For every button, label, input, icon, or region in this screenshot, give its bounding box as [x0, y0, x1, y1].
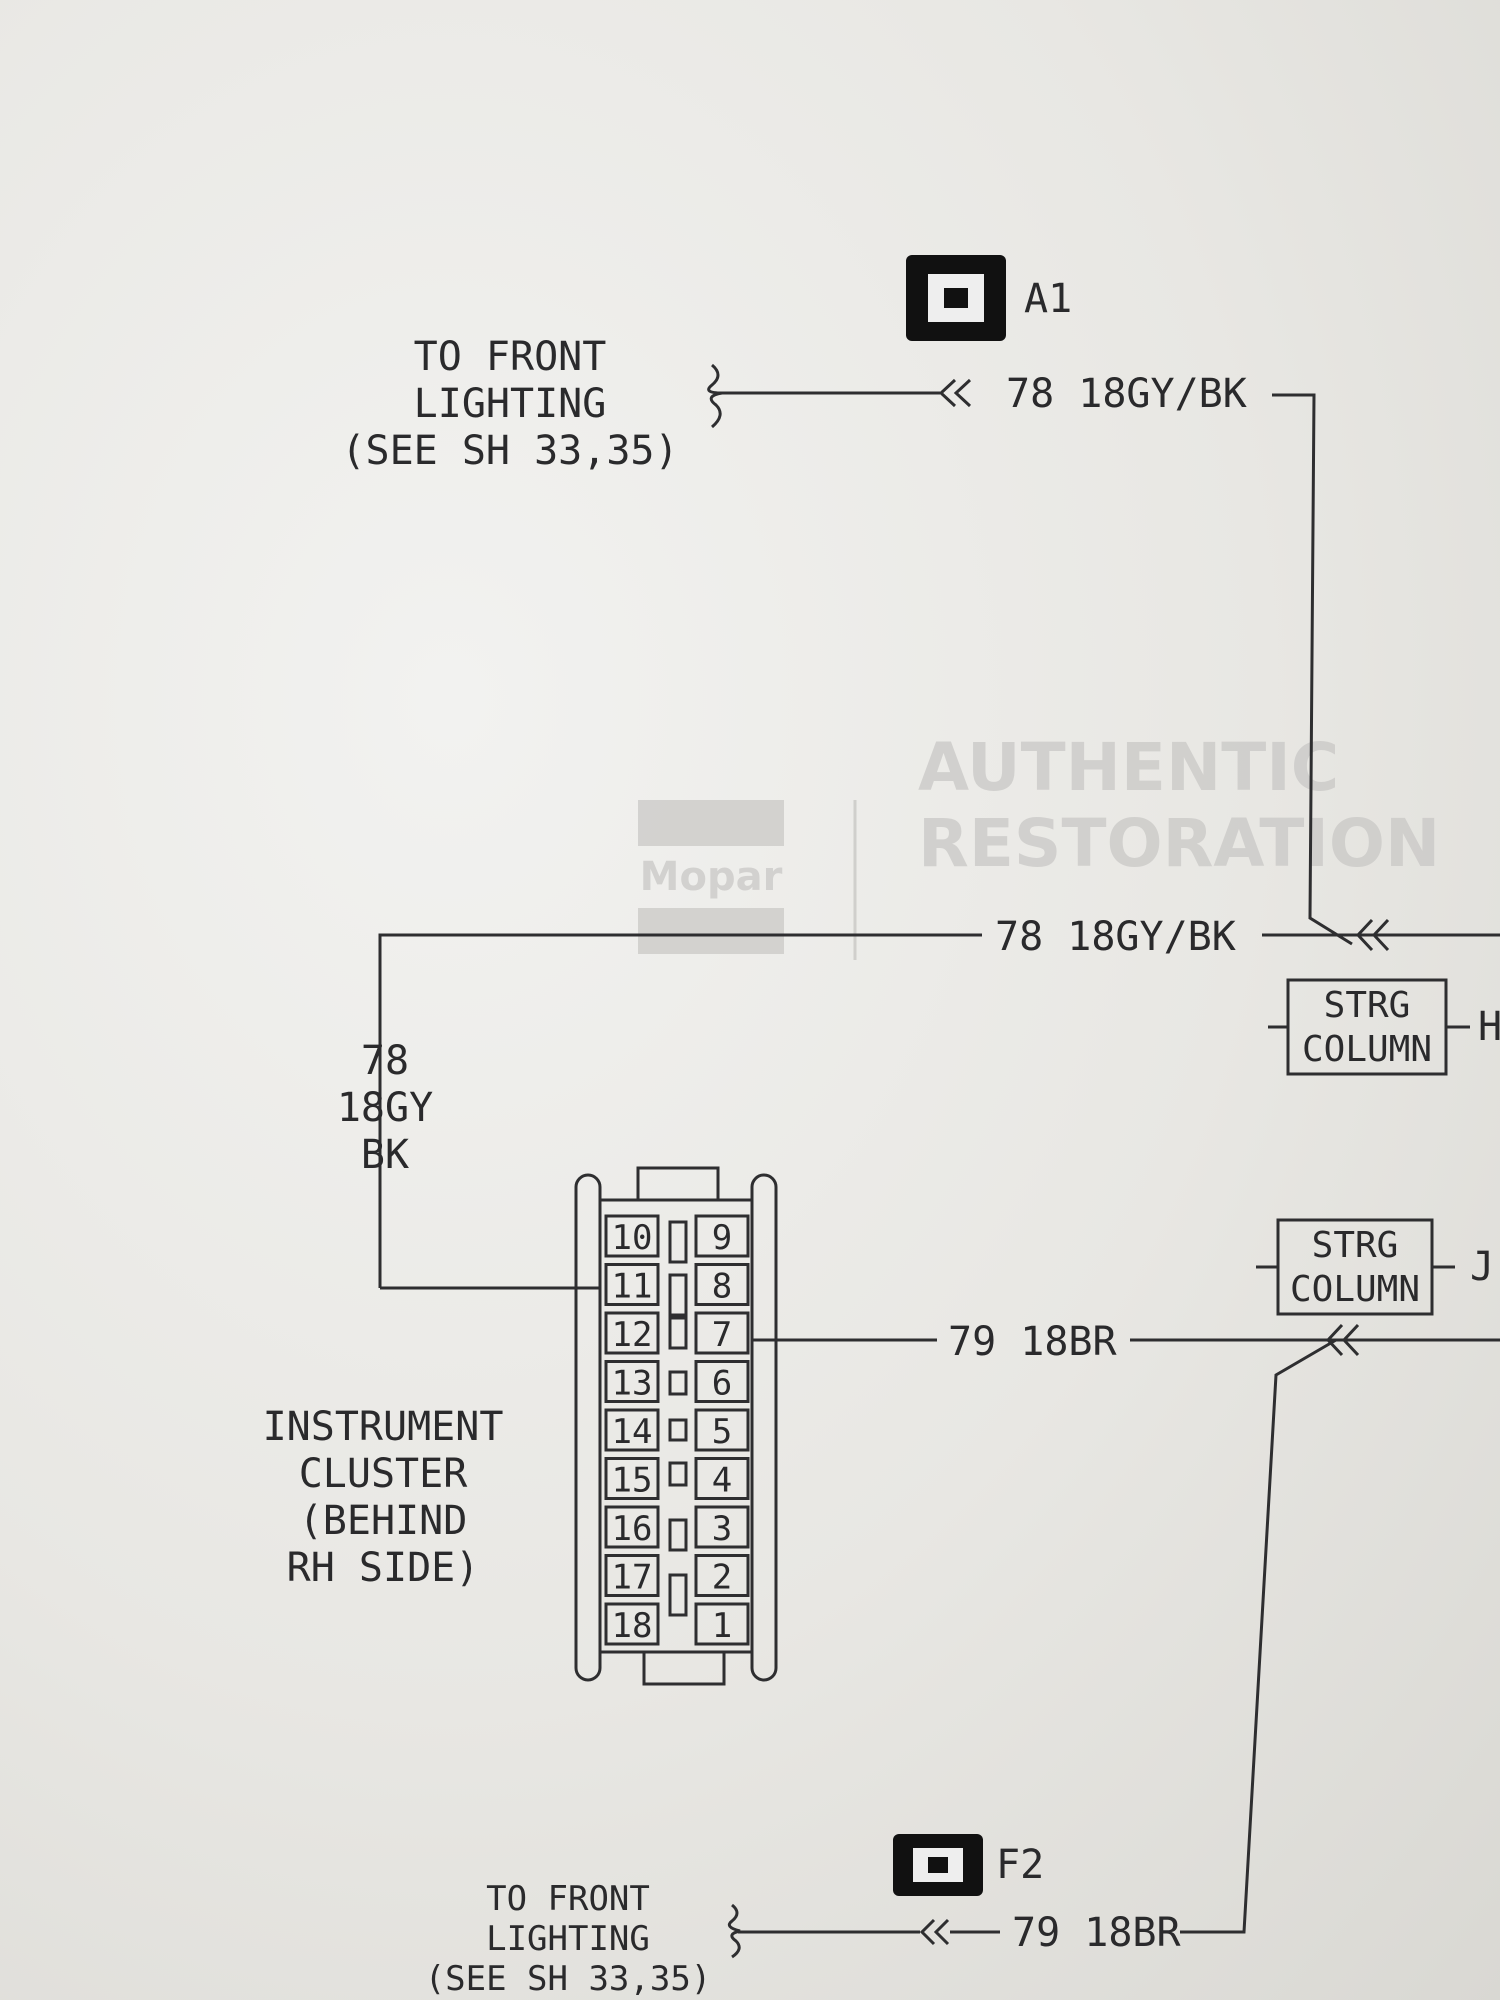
- cluster-label-2: CLUSTER: [299, 1451, 468, 1497]
- pin-number-left: 12: [612, 1315, 653, 1355]
- connector-id: F2: [996, 1842, 1044, 1888]
- connector-f2-ref: F2: [893, 1834, 1044, 1896]
- keying-slot: [668, 1573, 688, 1617]
- wire-vertical-label-3: BK: [361, 1132, 409, 1178]
- pin-cavity: [694, 1408, 750, 1452]
- pin-number-right: 4: [712, 1461, 732, 1501]
- keying-slot: [668, 1220, 688, 1264]
- pin-cavity: [604, 1311, 660, 1355]
- pin-cavity: [604, 1554, 660, 1597]
- pin-number-left: 13: [612, 1364, 653, 1404]
- column-label: COLUMN: [1302, 1029, 1432, 1070]
- pin-number-right: 3: [712, 1509, 732, 1549]
- pin-cavity: [604, 1214, 660, 1258]
- watermark-line2: RESTORATION: [918, 805, 1440, 882]
- pin-cavity: [604, 1263, 660, 1306]
- mopar-logo-top: [638, 800, 784, 846]
- pin-cavity: [604, 1505, 660, 1549]
- strg-label: STRG: [1324, 985, 1411, 1026]
- wire-label-bottom: 79 18BR: [1012, 1910, 1181, 1956]
- inline-connector-icon: [1355, 918, 1390, 952]
- pin-number-left: 15: [612, 1461, 653, 1501]
- keying-slot: [668, 1418, 688, 1442]
- wire-vertical-label-2: 18GY: [337, 1085, 433, 1131]
- wire-top-down: [1272, 393, 1353, 946]
- pin-cavity: [604, 1360, 660, 1403]
- wire-label-pin7: 79 18BR: [948, 1319, 1117, 1365]
- pin-cavity: [694, 1457, 750, 1500]
- strg-tag: J: [1470, 1244, 1494, 1290]
- pin-number-right: 6: [712, 1364, 732, 1404]
- dest-label-line1: TO FRONT: [486, 1879, 650, 1919]
- dest-label-line1: TO FRONT: [414, 334, 607, 380]
- inline-connector-icon: [1325, 1323, 1360, 1357]
- inline-connector-icon: [919, 1918, 950, 1946]
- wire-label-mid: 78 18GY/BK: [995, 914, 1236, 960]
- pin-cavity: [694, 1263, 750, 1306]
- cluster-label-4: RH SIDE): [287, 1545, 480, 1591]
- pin-number-right: 9: [712, 1218, 732, 1258]
- dest-label-line3: (SEE SH 33,35): [341, 428, 678, 474]
- connector-id: A1: [1024, 276, 1072, 322]
- instrument-cluster-connector: 10 9 11 8 12 7 13 6 14 5 15 4 16 3 17 2 18 1: [574, 1166, 778, 1686]
- pin-cavity: [604, 1602, 660, 1646]
- wire-vertical-label-1: 78: [361, 1038, 409, 1084]
- dest-label-line2: LIGHTING: [486, 1919, 650, 1959]
- pin-number-left: 14: [612, 1412, 653, 1452]
- strg-label: STRG: [1312, 1225, 1399, 1266]
- pin-number-left: 16: [612, 1509, 653, 1549]
- pin-number-left: 17: [612, 1558, 653, 1598]
- dest-label-line2: LIGHTING: [414, 381, 607, 427]
- pin-cavity: [694, 1505, 750, 1549]
- dest-label-line3: (SEE SH 33,35): [425, 1959, 712, 1999]
- pin-number-right: 1: [712, 1606, 732, 1646]
- keying-slot: [668, 1518, 688, 1552]
- keying-slot: [668, 1370, 688, 1396]
- pin-number-left: 18: [612, 1606, 653, 1646]
- strg-column-h: STRG COLUMN H: [1268, 978, 1500, 1076]
- brace-icon: [707, 363, 723, 429]
- connector-a1-ref: A1: [906, 255, 1072, 341]
- pin-number-right: 7: [712, 1315, 732, 1355]
- pin-cavity: [694, 1554, 750, 1597]
- keying-slot: [668, 1461, 688, 1487]
- watermark-line1: AUTHENTIC: [918, 729, 1339, 806]
- cluster-label-3: (BEHIND: [299, 1498, 468, 1544]
- mopar-logo-text: Mopar: [640, 854, 783, 900]
- strg-column-j: STRG COLUMN J: [1256, 1218, 1494, 1316]
- strg-tag: H: [1478, 1004, 1500, 1050]
- pin-cavity: [694, 1311, 750, 1355]
- pin-cavity: [694, 1602, 750, 1646]
- pin-cavity: [604, 1408, 660, 1452]
- inline-connector-icon: [938, 378, 972, 408]
- wire-78-mid: [378, 933, 982, 1288]
- pin-number-right: 2: [712, 1558, 732, 1598]
- pin-number-left: 11: [612, 1267, 653, 1307]
- wire-79-down: [1180, 1338, 1337, 1934]
- pin-cavity: [604, 1457, 660, 1500]
- pin-number-right: 8: [712, 1267, 732, 1307]
- keying-slot: [668, 1316, 688, 1350]
- wire-label-top: 78 18GY/BK: [1006, 371, 1247, 417]
- pin-cavity: [694, 1214, 750, 1258]
- keying-slot: [668, 1273, 688, 1317]
- pin-number-right: 5: [712, 1412, 732, 1452]
- column-label: COLUMN: [1290, 1269, 1420, 1310]
- watermark: Mopar AUTHENTIC RESTORATION: [638, 729, 1440, 960]
- mopar-logo-bottom: [638, 908, 784, 954]
- pin-cavity: [694, 1360, 750, 1403]
- pin-number-left: 10: [612, 1218, 653, 1258]
- cluster-label-1: INSTRUMENT: [263, 1404, 504, 1450]
